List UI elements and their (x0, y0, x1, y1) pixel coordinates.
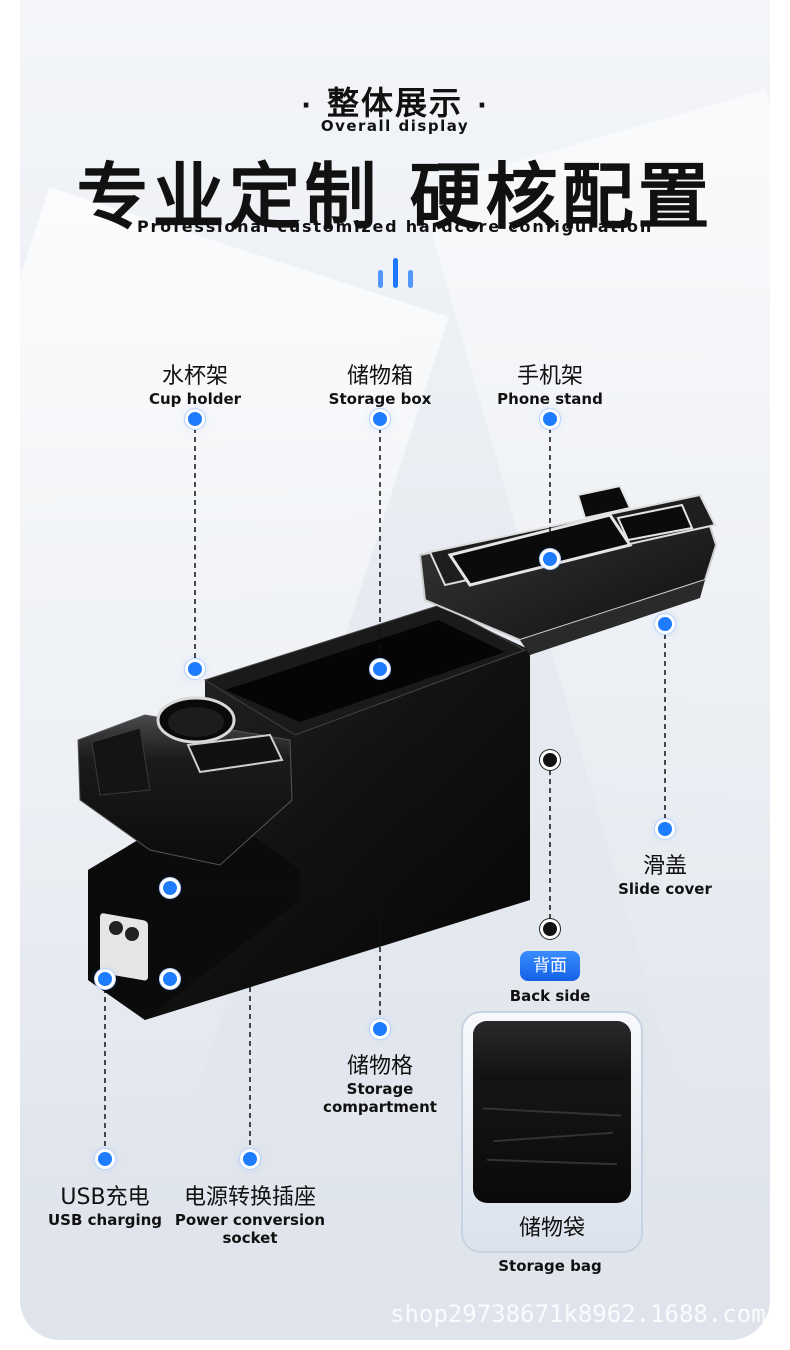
label-storage-compartment: 储物格 Storage compartment (300, 1048, 460, 1116)
label-back-side-en: Back side (509, 987, 591, 1005)
slide-cover-target-pin (658, 617, 672, 631)
kicker-subtitle: Overall display (320, 117, 470, 135)
shop-watermark: shop29738671k8962.1688.com (390, 1300, 766, 1328)
label-storage-bag: Storage bag (470, 1257, 630, 1275)
label-cup-holder-cn: 水杯架 (161, 364, 228, 389)
storage-box-target-pin (373, 662, 387, 676)
storage-compartment-pin (373, 1022, 387, 1036)
back-side-badge: 背面 (520, 951, 580, 981)
label-phone-stand: 手机架 Phone stand (475, 358, 625, 408)
storage-bag-inset: 储物袋 (461, 1011, 643, 1253)
page-headline-en: Professional customized hardcore configu… (136, 217, 654, 236)
back-side-target-pin (543, 753, 557, 767)
back-side-pin (543, 922, 557, 936)
page-headline: 专业定制 硬核配置 (76, 155, 714, 239)
label-storage-compartment-cn: 储物格 (346, 1054, 413, 1079)
storage-box-pin (373, 412, 387, 426)
equalizer-bars-icon (376, 258, 416, 292)
label-cup-holder: 水杯架 Cup holder (120, 358, 270, 408)
label-slide-cover-cn: 滑盖 (642, 854, 687, 879)
label-back-side: Back side (480, 987, 620, 1005)
label-phone-stand-en: Phone stand (497, 390, 603, 408)
cup-holder-pin (188, 412, 202, 426)
power-socket-pin (243, 1152, 257, 1166)
kicker-dot-left: · (301, 91, 313, 121)
phone-stand-pin (543, 412, 557, 426)
label-cup-holder-en: Cup holder (148, 390, 242, 408)
label-slide-cover: 滑盖 Slide cover (600, 848, 730, 898)
label-phone-stand-cn: 手机架 (516, 364, 583, 389)
label-storage-compartment-en-1: Storage (346, 1080, 414, 1098)
label-storage-box-en: Storage box (328, 390, 432, 408)
storage-bag-en: Storage bag (498, 1257, 602, 1275)
label-storage-box-cn: 储物箱 (346, 364, 413, 389)
usb-target-pin (98, 972, 112, 986)
storage-bag-cn: 储物袋 (518, 1216, 585, 1241)
power-socket-target-pin (163, 972, 177, 986)
kicker-dot-right: · (477, 91, 489, 121)
label-usb-en: USB charging (47, 1211, 163, 1229)
cup-holder-target-pin (188, 662, 202, 676)
storage-compartment-target-pin (163, 881, 177, 895)
label-power-cn: 电源转换插座 (183, 1185, 316, 1210)
label-power-en-1: Power conversion (174, 1211, 326, 1229)
section-kicker: · 整体展示 · (0, 78, 790, 124)
storage-bag-image (473, 1021, 631, 1203)
label-storage-box: 储物箱 Storage box (305, 358, 455, 408)
label-usb-charging: USB充电 USB charging (35, 1179, 175, 1229)
label-power-en-2: socket (222, 1229, 278, 1247)
label-power-socket: 电源转换插座 Power conversion socket (165, 1179, 335, 1247)
label-usb-cn: USB充电 (60, 1185, 150, 1210)
usb-pin (98, 1152, 112, 1166)
usb-port-panel (100, 913, 148, 981)
label-slide-cover-en: Slide cover (618, 880, 712, 898)
phone-stand-target-pin (543, 552, 557, 566)
slide-cover-pin (658, 822, 672, 836)
kicker-title: 整体展示 (326, 84, 463, 122)
label-storage-compartment-en-2: compartment (323, 1098, 437, 1116)
